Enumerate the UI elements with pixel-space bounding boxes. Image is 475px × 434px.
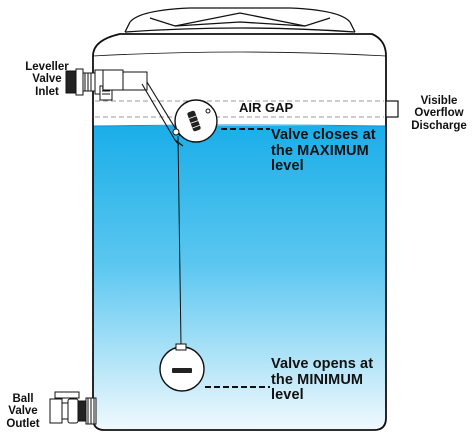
air-gap-lines <box>95 100 384 118</box>
outlet-ball-valve-icon <box>49 391 97 425</box>
float-cable <box>177 135 182 346</box>
air-gap-label: AIR GAP <box>239 100 294 115</box>
water-body <box>93 126 386 430</box>
ball-outlet-label: Ball Valve Outlet <box>6 393 40 430</box>
tank-outline-icon <box>92 33 387 431</box>
valve-opens-label: Valve opens at the MINIMUM level <box>271 356 374 404</box>
inlet-valve-fitting-icon <box>65 68 148 101</box>
overflow-label: Visible Overflow Discharge <box>411 95 467 132</box>
upper-float-icon <box>172 99 218 143</box>
tank-shoulder <box>92 51 387 57</box>
leveller-inlet-label: Leveller Valve Inlet <box>25 61 69 98</box>
pointer-lines <box>205 128 270 388</box>
water-surface <box>92 124 387 127</box>
tank-lid <box>124 7 356 33</box>
valve-closes-label: Valve closes at the MAXIMUM level <box>271 127 376 175</box>
lower-float-icon <box>159 343 205 392</box>
overflow-pipe-icon <box>385 100 399 118</box>
